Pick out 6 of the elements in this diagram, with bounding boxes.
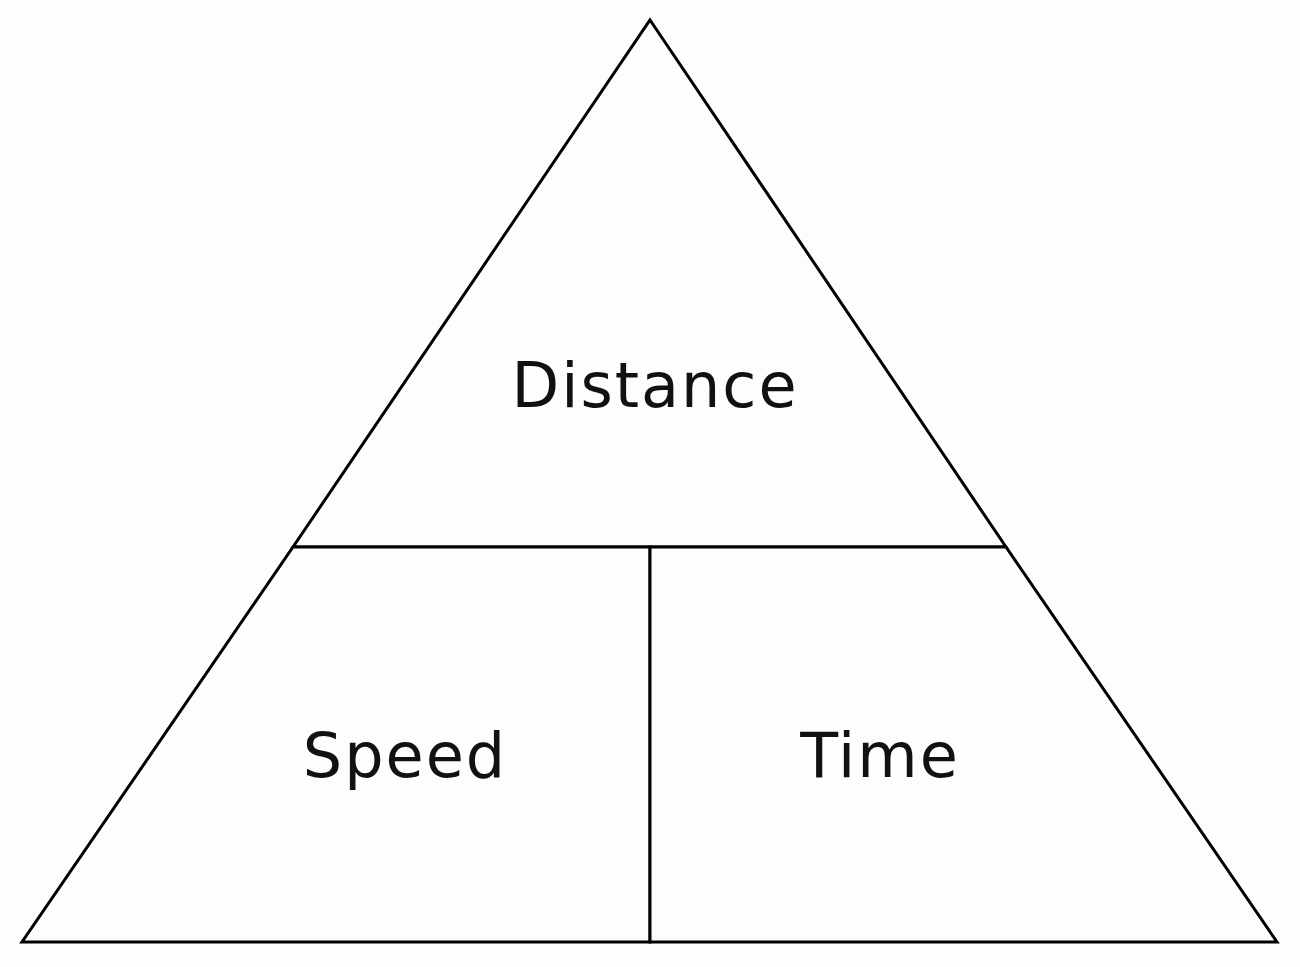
section-label: Time bbox=[800, 718, 960, 792]
section-label: Speed bbox=[302, 718, 508, 792]
triangle-section bbox=[650, 547, 1277, 942]
triangle-section bbox=[293, 20, 1006, 547]
triangle-section bbox=[22, 547, 650, 942]
section-label: Distance bbox=[511, 348, 799, 422]
